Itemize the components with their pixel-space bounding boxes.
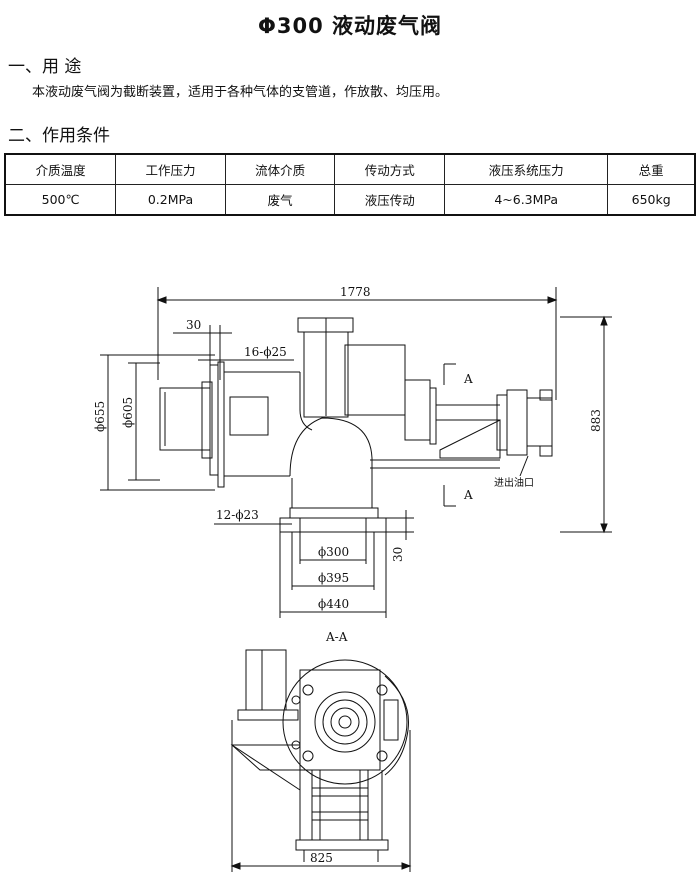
table-header-cell: 液压系统压力 xyxy=(444,153,609,185)
table-header-cell: 工作压力 xyxy=(115,153,226,185)
table-header-cell: 传动方式 xyxy=(334,153,446,185)
table-cell: 500℃ xyxy=(4,184,117,216)
section-title: A-A xyxy=(325,630,348,644)
dim-phi440: ϕ440 xyxy=(318,597,349,611)
dim-16-phi25: 16-ϕ25 xyxy=(244,345,287,359)
section-mark-a-top: A xyxy=(463,372,473,386)
table-header-row: 介质温度 工作压力 流体介质 传动方式 液压系统压力 总重 xyxy=(4,153,696,185)
section-heading-conditions: 二、作用条件 xyxy=(8,126,110,146)
section-view-a-a: A-A xyxy=(230,630,412,872)
table-cell: 650kg xyxy=(607,184,696,216)
dim-phi605: ϕ605 xyxy=(121,397,135,428)
dim-1778: 1778 xyxy=(340,285,371,299)
dim-phi300: ϕ300 xyxy=(318,545,349,559)
conditions-table: 介质温度 工作压力 流体介质 传动方式 液压系统压力 总重 500℃ 0.2MP… xyxy=(4,153,696,216)
table-cell: 0.2MPa xyxy=(115,184,226,216)
port-label: 进出油口 xyxy=(494,476,534,489)
table-row: 500℃ 0.2MPa 废气 液压传动 4~6.3MPa 650kg xyxy=(4,184,696,216)
usage-text: 本液动废气阀为截断装置，适用于各种气体的支管道，作放散、均压用。 xyxy=(32,85,449,100)
dim-825: 825 xyxy=(310,851,333,865)
table-cell: 废气 xyxy=(224,184,336,216)
table-header-cell: 总重 xyxy=(607,153,696,185)
dim-30-side: 30 xyxy=(391,547,405,562)
dim-883: 883 xyxy=(589,409,603,432)
section-mark-a-bottom: A xyxy=(463,488,473,502)
dim-30-top: 30 xyxy=(186,318,201,332)
dim-phi395: ϕ395 xyxy=(318,571,349,585)
dim-phi655: ϕ655 xyxy=(93,401,107,432)
table-header-cell: 流体介质 xyxy=(224,153,336,185)
table-cell: 液压传动 xyxy=(334,184,446,216)
page-title: Φ300 液动废气阀 xyxy=(258,14,442,38)
section-heading-usage: 一、用 途 xyxy=(8,57,82,77)
table-cell: 4~6.3MPa xyxy=(444,184,609,216)
main-view: 1778 30 16-ϕ25 ϕ655 ϕ605 xyxy=(93,285,612,618)
dim-12-phi23: 12-ϕ23 xyxy=(216,508,259,522)
